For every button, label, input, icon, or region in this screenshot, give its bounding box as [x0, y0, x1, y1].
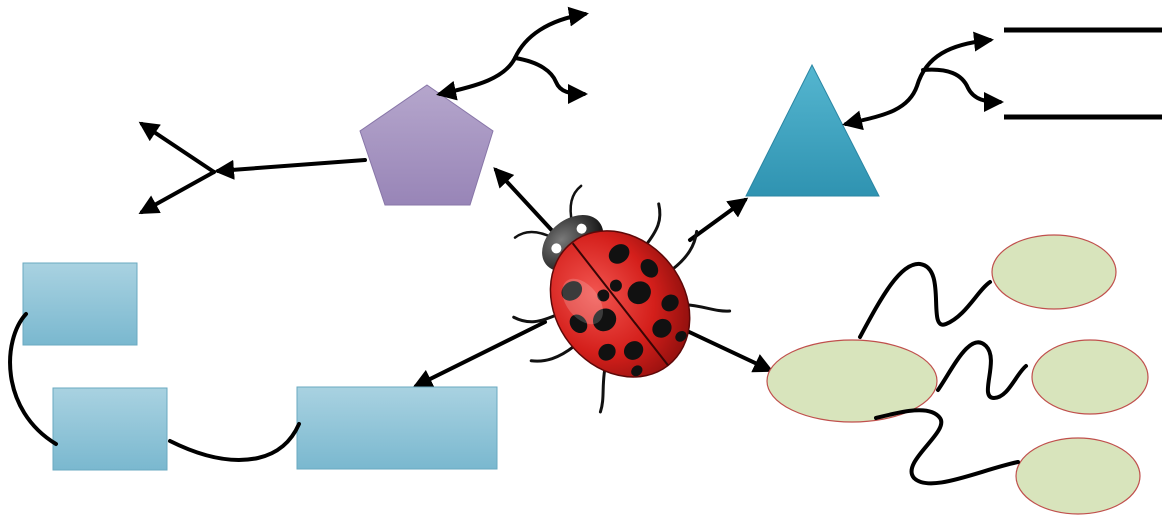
top-curly-connector: [436, 6, 589, 104]
ladybug-icon: [512, 184, 732, 414]
box-large: [296, 386, 498, 470]
triangle-node: [745, 63, 880, 197]
oval-middle: [1031, 339, 1149, 415]
right-curly-connector: [842, 31, 1004, 131]
box-connectors: [8, 312, 301, 462]
oval-top: [991, 234, 1117, 310]
left-fork-connector: [138, 121, 367, 214]
oval-main: [766, 339, 938, 423]
oval-squiggle-connectors: [858, 262, 1028, 486]
box-bottom-left: [52, 387, 168, 471]
oval-bottom: [1015, 437, 1141, 515]
box-top-left: [22, 262, 138, 346]
pentagon-node: [359, 84, 494, 206]
